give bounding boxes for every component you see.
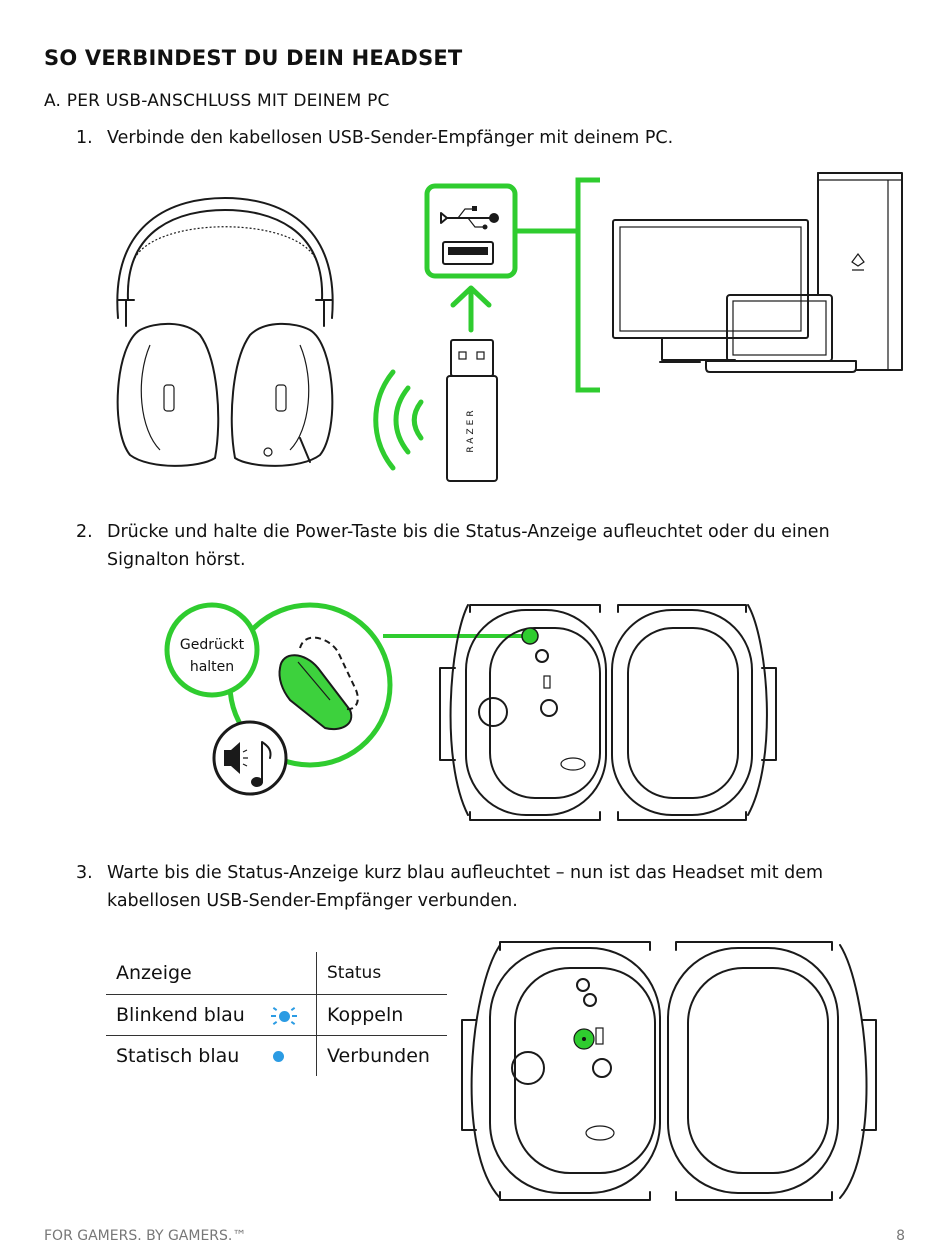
- section-title: A. PER USB-ANSCHLUSS MIT DEINEM PC: [44, 91, 390, 111]
- header-status: Status: [316, 952, 447, 995]
- blinking-led-icon: [270, 1006, 297, 1025]
- sound-badge: [212, 720, 288, 796]
- table-row: Statisch blau Verbunden: [106, 1035, 447, 1076]
- bracket: [575, 177, 600, 393]
- indicator-label: Blinkend blau: [116, 1004, 245, 1026]
- page-number: 8: [896, 1228, 905, 1244]
- status-table: Anzeige Status Blinkend blau Koppeln Sta…: [106, 952, 447, 1076]
- header-indicator: Anzeige: [106, 952, 317, 995]
- step-2: 2. Drücke und halte die Power-Taste bis …: [76, 518, 876, 578]
- power-button-illustration: [278, 636, 359, 730]
- earcups-illustration: [439, 604, 777, 821]
- usb-port-icon: [424, 183, 518, 279]
- status-label: Verbunden: [316, 1035, 447, 1076]
- step-number: 2.: [76, 522, 93, 542]
- step-text-line-2: kabellosen USB-Sender-Empfänger verbunde…: [107, 891, 518, 911]
- press-hold-badge: [164, 602, 260, 698]
- step-text-line-1: Warte bis die Status-Anzeige kurz blau a…: [107, 863, 824, 883]
- step-text: Verbinde den kabellosen USB-Sender-Empfä…: [107, 128, 674, 148]
- page-title: SO VERBINDEST DU DEIN HEADSET: [44, 46, 463, 70]
- headset-illustration: [116, 197, 334, 467]
- usb-dongle-illustration: [446, 339, 498, 482]
- wireless-signal-icon: [373, 369, 424, 471]
- step-3: 3. Warte bis die Status-Anzeige kurz bla…: [76, 859, 876, 919]
- laptop-illustration: [705, 294, 857, 373]
- step-text-line-1: Drücke und halte die Power-Taste bis die…: [107, 522, 830, 542]
- monitor-illustration: [612, 219, 809, 363]
- table-row: Blinkend blau Koppeln: [106, 994, 447, 1036]
- earcups-illustration: [461, 941, 877, 1201]
- arrow-up-icon: [450, 285, 492, 333]
- status-label: Koppeln: [316, 994, 447, 1036]
- step-text-line-2: Signalton hörst.: [107, 550, 246, 570]
- step-number: 1.: [76, 128, 93, 148]
- speaker-note-icon: [224, 741, 272, 787]
- footer-tagline: FOR GAMERS. BY GAMERS.™: [44, 1228, 247, 1244]
- pc-tower-illustration: [817, 172, 903, 371]
- step-number: 3.: [76, 863, 93, 883]
- static-led-icon: [273, 1051, 285, 1062]
- indicator-label: Statisch blau: [116, 1045, 240, 1067]
- step-1: 1. Verbinde den kabellosen USB-Sender-Em…: [76, 124, 876, 154]
- dongle-brand: RAZER: [466, 407, 476, 452]
- press-hold-label: Gedrückt halten: [179, 637, 245, 675]
- table-header-row: Anzeige Status: [106, 952, 447, 995]
